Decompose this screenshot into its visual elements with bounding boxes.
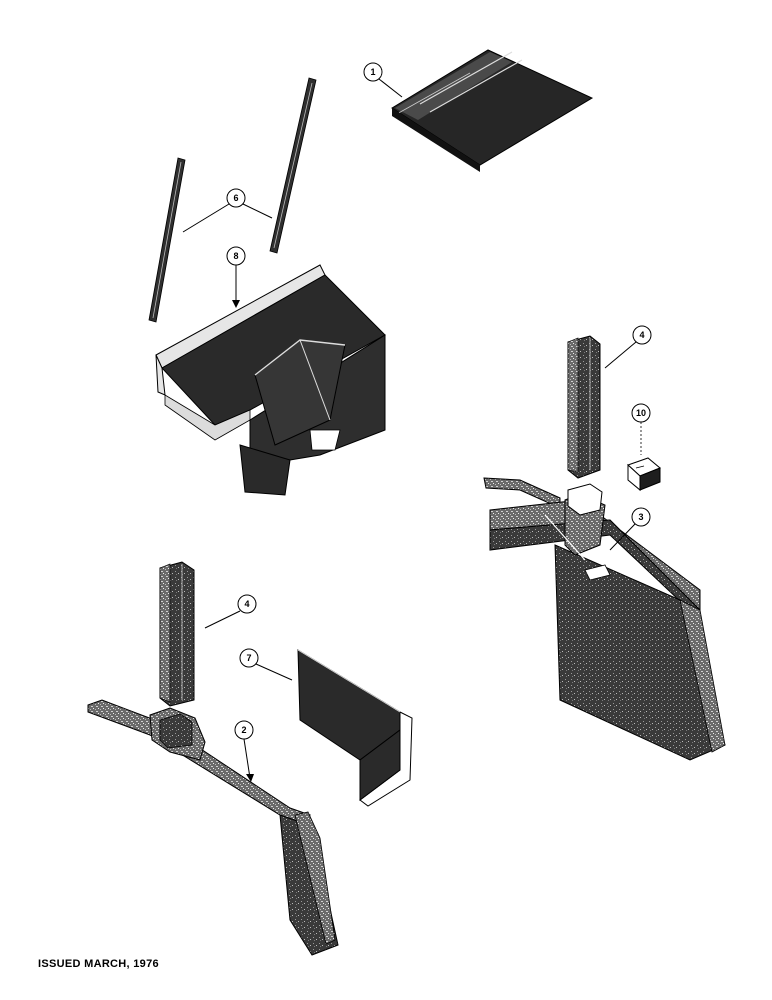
callout-10: 10	[631, 403, 651, 455]
callout-7-label: 7	[246, 653, 251, 663]
callout-4-left: 4	[204, 594, 257, 629]
part-2-side-panel-left	[87, 699, 339, 956]
callout-4-right-label: 4	[639, 330, 644, 340]
part-10-clip	[627, 457, 661, 492]
callout-1: 1	[363, 62, 403, 98]
callout-2-label: 2	[241, 725, 246, 735]
callout-8: 8	[226, 246, 246, 308]
callout-8-label: 8	[233, 251, 238, 261]
part-6-trim-strip-left	[148, 157, 186, 323]
callout-6: 6	[182, 188, 273, 233]
callout-3-label: 3	[638, 512, 643, 522]
part-4-channel-right	[567, 335, 601, 479]
callout-2: 2	[234, 720, 254, 782]
callout-1-label: 1	[370, 67, 375, 77]
part-1-floor-mat	[391, 49, 594, 172]
part-7-angled-panel	[297, 649, 413, 807]
part-4-channel-left	[159, 561, 195, 707]
callout-10-label: 10	[636, 408, 646, 418]
callout-4-left-label: 4	[244, 599, 249, 609]
part-3-side-panel-right	[483, 477, 726, 761]
callout-3: 3	[609, 507, 651, 551]
callout-4-right: 4	[604, 325, 652, 369]
callout-7: 7	[239, 648, 293, 681]
callout-6-label: 6	[233, 193, 238, 203]
part-8-console-panel	[155, 264, 386, 496]
issued-date-footer: ISSUED MARCH, 1976	[38, 958, 159, 970]
part-6-trim-strip-right	[269, 77, 317, 254]
